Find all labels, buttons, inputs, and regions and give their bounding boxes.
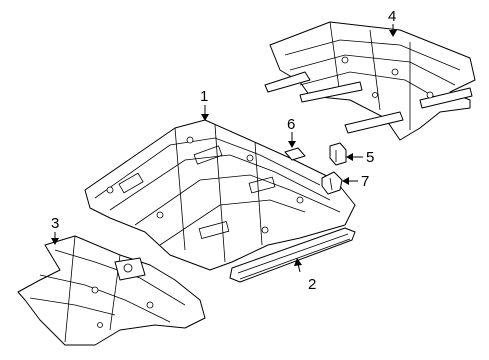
callout-5: 5 <box>366 149 374 166</box>
side-sill-reinforcement[interactable] <box>229 227 356 283</box>
leader-lines <box>51 24 397 273</box>
callout-4: 4 <box>388 8 396 25</box>
callout-6: 6 <box>287 116 295 133</box>
front-floor-crossmember[interactable] <box>17 235 206 346</box>
bracket-a[interactable] <box>329 142 347 166</box>
floor-panel[interactable] <box>84 119 356 271</box>
bracket-b[interactable] <box>321 171 343 195</box>
callout-1: 1 <box>200 88 208 105</box>
callout-7: 7 <box>361 173 369 190</box>
callout-3: 3 <box>51 215 59 232</box>
rear-floor-frame[interactable] <box>264 21 476 141</box>
small-patch[interactable] <box>284 147 306 161</box>
callout-2: 2 <box>308 276 316 293</box>
